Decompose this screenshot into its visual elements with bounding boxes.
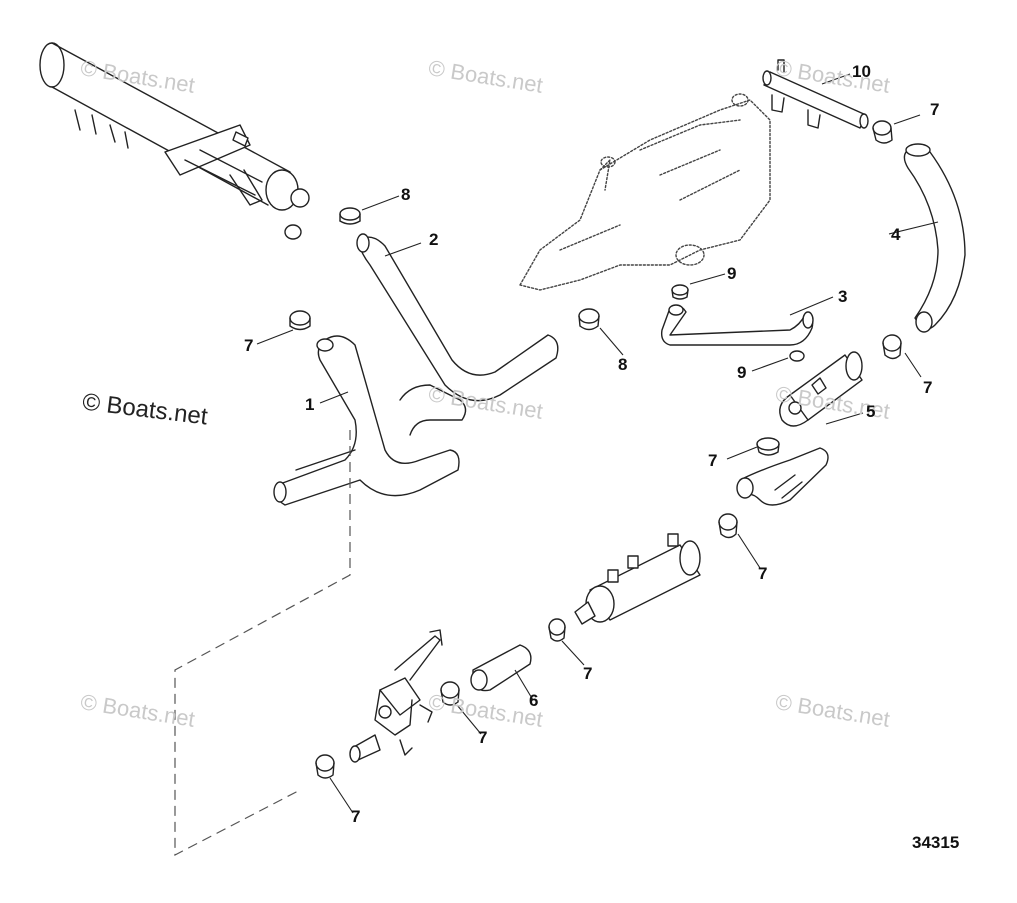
water-fitting-10 [762, 59, 869, 129]
callout-2: 2 [429, 230, 439, 249]
hose-clamp-7-cooler-left [548, 618, 566, 642]
hose-3 [660, 304, 814, 346]
callout-4: 4 [891, 225, 901, 244]
exhaust-manifold [519, 93, 771, 291]
hose-clamp-9-upper [671, 284, 689, 300]
callout-7-left: 7 [244, 336, 254, 355]
hose-clamp-7-left [289, 310, 311, 331]
drain-valve-assembly [349, 629, 443, 763]
callout-8-upper: 8 [401, 185, 411, 204]
hose-clamp-7-top-right [872, 120, 893, 144]
leader-lines [256, 73, 939, 814]
callout-1: 1 [305, 395, 315, 414]
callout-9-lower: 9 [737, 363, 747, 382]
callout-8-lower: 8 [618, 355, 628, 374]
hose-6 [470, 644, 532, 692]
callout-7-top-right: 7 [930, 100, 940, 119]
hose-1 [273, 335, 467, 506]
callout-5: 5 [866, 402, 876, 421]
callout-7-bottom: 7 [351, 807, 361, 826]
hose-clamp-7-lower-mid [440, 681, 460, 706]
dashed-routing-lines [174, 430, 351, 856]
hose-2 [356, 233, 559, 402]
callout-9-upper: 9 [727, 264, 737, 283]
callout-3: 3 [838, 287, 848, 306]
elbow-hose-5 [736, 447, 829, 506]
heat-exchanger [39, 42, 310, 240]
hose-clamp-8-upper [339, 207, 361, 225]
hose-clamp-7-cooler-right [718, 513, 738, 539]
callout-7-lower-mid: 7 [478, 728, 488, 747]
hose-4 [903, 143, 966, 333]
callout-10: 10 [852, 62, 871, 81]
hose-clamp-7-thermostat [882, 334, 902, 360]
callout-7-elbow: 7 [708, 451, 718, 470]
figure-number: 34315 [912, 833, 960, 852]
hose-clamp-8-lower [578, 308, 600, 331]
hose-clamp-9-lower [789, 350, 805, 362]
callout-7-cooler-left: 7 [583, 664, 593, 683]
callout-7-thermostat: 7 [923, 378, 933, 397]
hose-clamp-7-bottom [315, 754, 335, 779]
fluid-cooler [574, 533, 701, 625]
callout-7-cooler-right: 7 [758, 564, 768, 583]
callout-6: 6 [529, 691, 539, 710]
thermostat-housing [779, 351, 863, 427]
hose-clamp-7-elbow [756, 437, 780, 456]
